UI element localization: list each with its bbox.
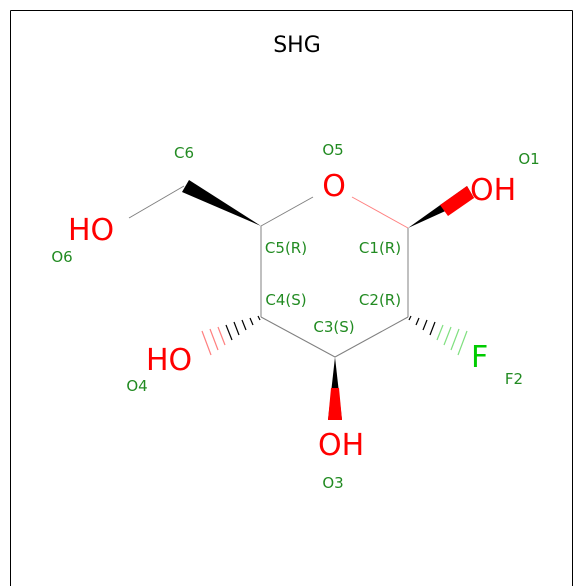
ring-bonds (128, 185, 409, 358)
label-c4: C4(S) (265, 291, 306, 309)
label-o1: O1 (518, 150, 539, 168)
hash-c2-f2-green (436, 324, 468, 356)
o6-hydroxyl-symbol: HO (68, 213, 114, 248)
wedge-c5-c6 (182, 180, 261, 226)
bond-o5-c1 (351, 196, 409, 229)
label-o4: O4 (126, 377, 147, 395)
hash-c2-f2 (408, 315, 436, 336)
bond-c5-o5 (260, 196, 314, 227)
hash-c4-o4-red (201, 326, 226, 356)
o1-hydroxyl-symbol: OH (470, 173, 516, 208)
label-c6: C6 (174, 144, 194, 162)
o3-hydroxyl-symbol: OH (318, 428, 364, 463)
label-f2: F2 (505, 370, 523, 388)
bond-c6-o6 (128, 185, 185, 219)
label-c2: C2(R) (359, 291, 401, 309)
hash-c4-o4 (225, 315, 261, 341)
bond-c3-c4 (260, 316, 336, 358)
molecule-title: SHG (273, 33, 321, 58)
label-c5: C5(R) (265, 239, 307, 257)
wedge-c1-o1-red (440, 186, 474, 216)
label-c1: C1(R) (359, 239, 401, 257)
ring-oxygen-symbol: O (322, 169, 346, 204)
wedge-c3-o3-red (328, 388, 342, 420)
bond-c2-c3 (334, 316, 409, 358)
label-o3: O3 (322, 474, 343, 492)
fluorine-symbol: F (471, 340, 488, 375)
label-o5: O5 (322, 141, 343, 159)
label-c3: C3(S) (313, 318, 354, 336)
o4-hydroxyl-symbol: HO (146, 343, 192, 378)
label-o6: O6 (51, 248, 72, 266)
